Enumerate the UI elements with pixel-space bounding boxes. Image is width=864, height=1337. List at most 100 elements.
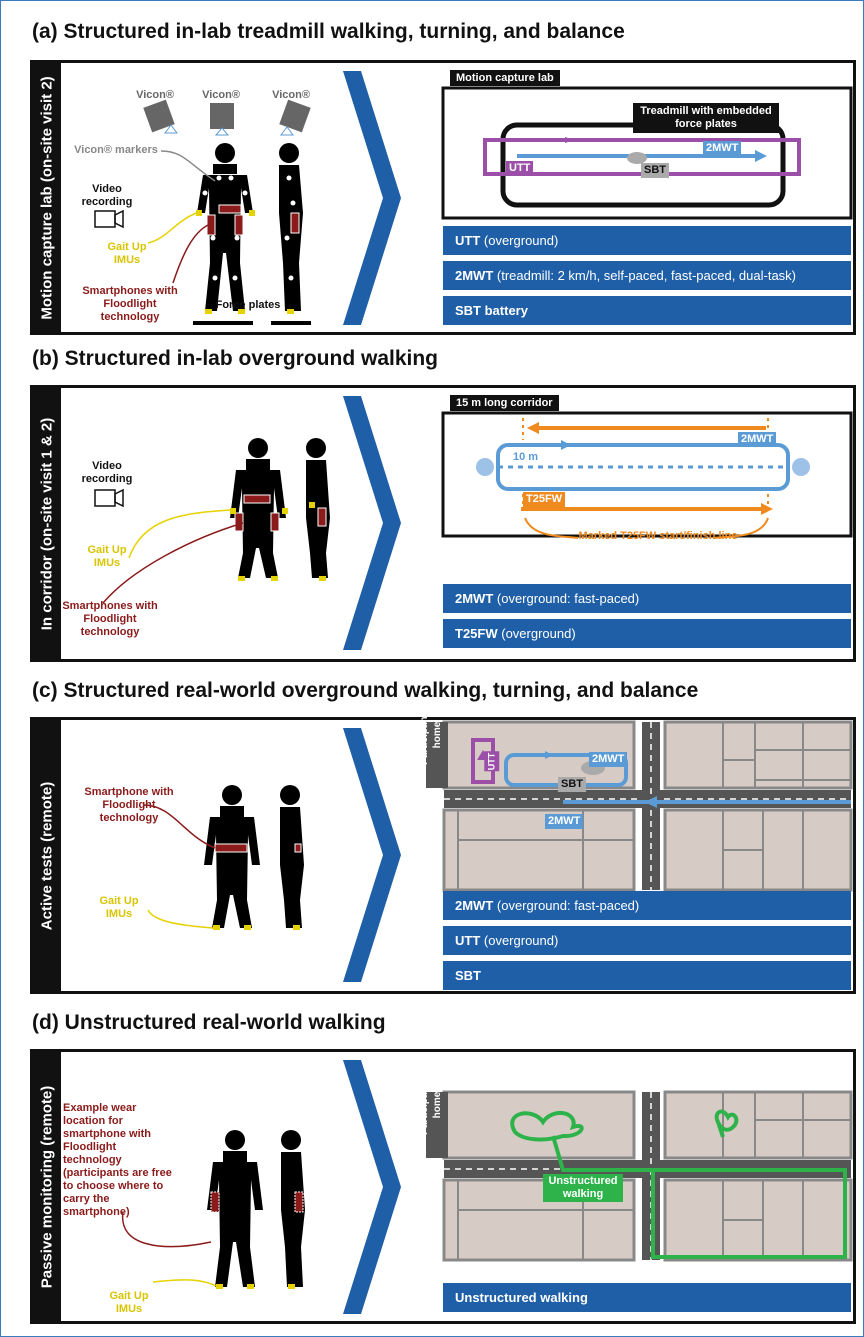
twomwt-arrow-icon — [755, 150, 767, 162]
vicon-label-1: Vicon® — [136, 89, 174, 101]
arrow-chevron-icon — [343, 396, 401, 650]
bar-bold: T25FW — [455, 626, 498, 641]
force-plates-label: Force plates — [215, 299, 281, 311]
panel-b-sidebar: In corridor (on-site visit 1 & 2) — [33, 388, 61, 659]
gait-up-label: Gait Up IMUs — [87, 544, 127, 569]
bar-bold: 2MWT — [455, 268, 494, 283]
gait-up-label: Gait Up IMUs — [109, 1290, 149, 1315]
gait-up-imu-icons — [213, 925, 300, 930]
bar-rest: (overground) — [497, 626, 576, 641]
twomwt-arrow-icon — [645, 796, 657, 808]
panel-a-bar-2: 2MWT (treadmill: 2 km/h, self-paced, fas… — [443, 261, 851, 290]
utt-arrow-icon — [565, 137, 574, 143]
treadmill-label: Treadmill with embedded force plates — [633, 103, 779, 133]
smartphone-icon — [234, 214, 244, 236]
corridor-box — [441, 411, 853, 538]
smartphone-icon — [317, 507, 327, 527]
panel-b-bar-1: 2MWT (overground: fast-paced) — [443, 584, 851, 613]
body-front-icon — [204, 785, 260, 928]
bar-bold: 2MWT — [455, 898, 494, 913]
body-side-icon — [281, 1130, 305, 1287]
twomwt-arrow-icon — [561, 440, 571, 450]
smartphones-label: Smartphones with Floodlight technology — [82, 285, 178, 323]
imu-pointer-line — [147, 909, 214, 929]
smartphone-pointer-line — [142, 804, 216, 849]
sbt-label: SBT — [641, 163, 669, 178]
cone-icon — [476, 458, 494, 476]
road-vertical — [642, 722, 660, 890]
example-wear-label: Example wear location for smartphone wit… — [63, 1102, 172, 1218]
smartphone-icon — [234, 512, 244, 532]
bar-rest: (overground) — [480, 933, 559, 948]
smartphone-icon — [206, 214, 216, 236]
ten-m-label: 10 m — [513, 451, 539, 463]
vicon-camera-icon — [210, 103, 234, 136]
vicon-label-2: Vicon® — [202, 89, 240, 101]
smartphone-icon — [294, 1191, 304, 1213]
panel-c-bar-2: UTT (overground) — [443, 926, 851, 955]
vicon-markers-label: Vicon® markers — [74, 144, 158, 156]
smartphone-icon — [210, 1191, 220, 1213]
panel-b: In corridor (on-site visit 1 & 2) — [30, 385, 856, 662]
body-side-icon — [280, 785, 304, 928]
unstructured-walking-path — [510, 1111, 847, 1259]
panel-c-bar-3: SBT — [443, 961, 851, 990]
panel-d-title: (d) Unstructured real-world walking — [32, 1011, 386, 1034]
smartphone-icon — [214, 843, 248, 853]
unstructured-walking-path — [714, 1109, 739, 1138]
panel-a-title: (a) Structured in-lab treadmill walking,… — [32, 20, 625, 43]
utt-label: UTT — [484, 751, 500, 772]
vicon-label-3: Vicon® — [272, 89, 310, 101]
body-side-icon — [279, 143, 303, 311]
panel-d: Passive monitoring (remote) — [30, 1049, 856, 1324]
body-front-icon — [207, 1130, 263, 1287]
twomwt-label: 2MWT — [738, 432, 777, 447]
panel-c-bar-1: 2MWT (overground: fast-paced) — [443, 891, 851, 920]
panel-a: Motion capture lab (on-site visit 2) — [30, 60, 856, 335]
map-subdivisions — [457, 722, 851, 890]
gait-up-imu-icons — [196, 210, 294, 314]
home-block — [426, 1092, 448, 1158]
panel-c-graphics — [142, 720, 853, 982]
bar-rest: (overground: fast-paced) — [493, 898, 640, 913]
twomwt-label-2: 2MWT — [545, 814, 584, 829]
panel-a-graphics — [94, 71, 853, 325]
panel-a-bar-1: UTT (overground) — [443, 226, 851, 255]
bar-rest: (overground: fast-paced) — [493, 591, 640, 606]
panel-b-graphics — [94, 396, 853, 650]
imu-pointer-line — [152, 1279, 217, 1287]
arrow-chevron-icon — [343, 71, 401, 325]
twomwt-arrow-icon — [545, 751, 553, 759]
smartphone-label: Smartphone with Floodlight technology — [84, 786, 174, 824]
home-label: Participant's home — [419, 1075, 443, 1135]
smartphones-label: Smartphones with Floodlight technology — [62, 600, 158, 638]
panel-a-sidebar: Motion capture lab (on-site visit 2) — [33, 63, 61, 332]
vicon-camera-icon — [143, 99, 178, 134]
t25fw-label: T25FW — [523, 492, 566, 507]
panel-b-title: (b) Structured in-lab overground walking — [32, 347, 439, 370]
bar-rest: (treadmill: 2 km/h, self-paced, fast-pac… — [493, 268, 797, 283]
arrow-chevron-icon — [343, 1060, 401, 1314]
marked-pointer-lines — [524, 517, 769, 539]
utt-label: UTT — [506, 161, 534, 176]
twomwt-label: 2MWT — [589, 752, 628, 767]
smartphone-pointer-line — [122, 1211, 212, 1248]
bar-bold: SBT battery — [455, 303, 528, 318]
smartphone-icon — [294, 843, 302, 853]
orange-arrow-icon — [527, 422, 539, 434]
gait-up-label: Gait Up IMUs — [107, 241, 147, 266]
imu-pointer-line — [147, 212, 197, 244]
force-plate-icon — [271, 321, 311, 325]
panel-c-sidebar: Active tests (remote) — [33, 720, 61, 991]
smartphone-pointer-line — [102, 522, 244, 604]
bar-rest: (overground) — [480, 233, 559, 248]
smartphone-icon — [243, 494, 271, 504]
gait-up-label: Gait Up IMUs — [99, 895, 139, 920]
bar-bold: UTT — [455, 933, 481, 948]
corridor-title: 15 m long corridor — [450, 395, 559, 411]
smartphone-icon — [218, 204, 242, 214]
sbt-label: SBT — [558, 777, 586, 792]
home-label: Participant's home — [419, 705, 443, 765]
video-camera-icon — [94, 488, 124, 508]
bar-bold: SBT — [455, 968, 481, 983]
